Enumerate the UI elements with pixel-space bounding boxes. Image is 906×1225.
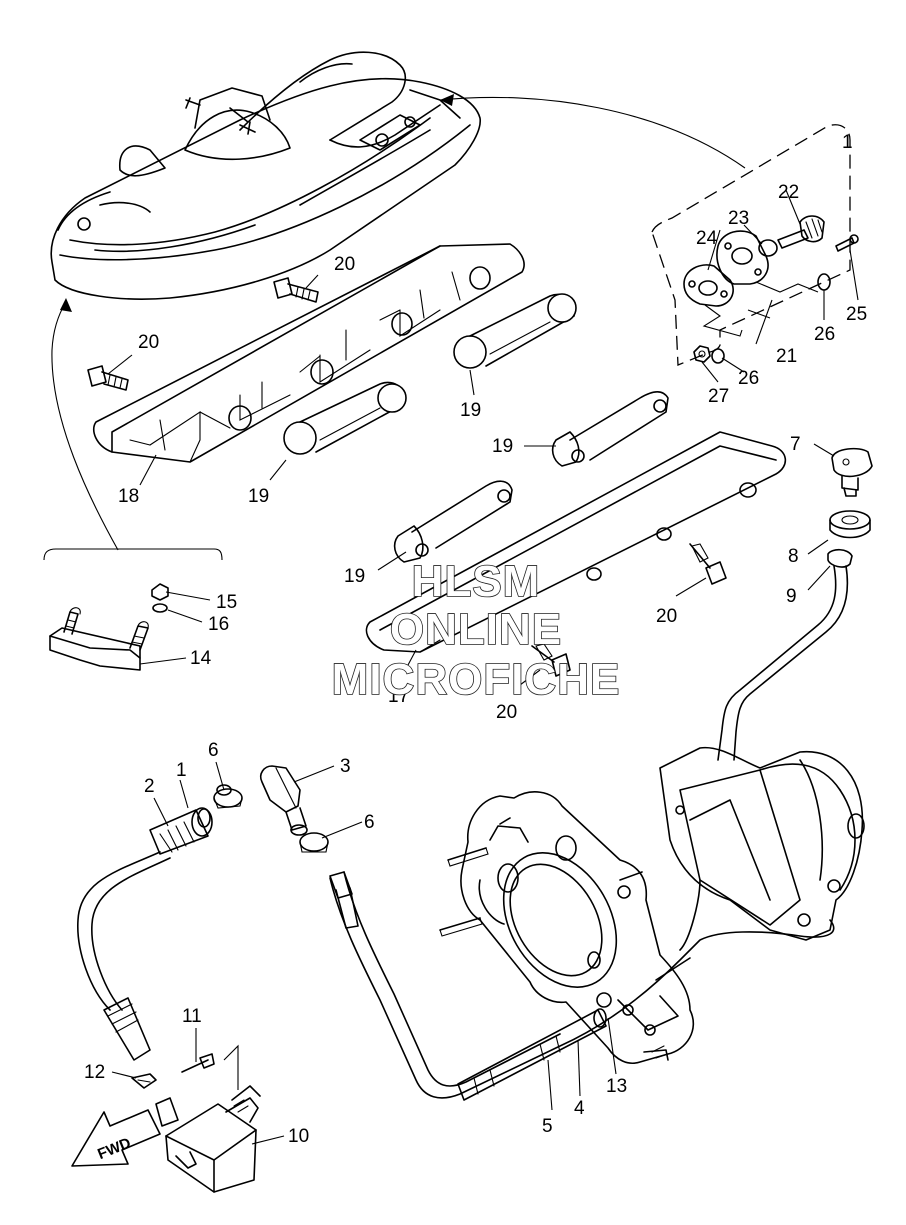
clamp-9 — [827, 548, 853, 568]
rail-18 — [92, 243, 525, 463]
rail-17 — [365, 431, 787, 653]
hose-left-end — [103, 997, 151, 1061]
callout-23: 23 — [728, 208, 749, 229]
callout-13: 13 — [606, 1076, 627, 1097]
callout-24: 24 — [696, 228, 718, 249]
callout-17: 17 — [388, 686, 409, 707]
clamp-6-upper — [213, 784, 243, 809]
callout-4: 4 — [574, 1098, 585, 1119]
callout-6-a: 6 — [208, 740, 219, 761]
callout-9: 9 — [786, 586, 797, 607]
callout-11: 11 — [182, 1006, 202, 1027]
callout-18: 18 — [118, 486, 139, 507]
cap-7 — [831, 447, 873, 497]
callout-16: 16 — [208, 614, 229, 635]
callout-21: 21 — [776, 346, 797, 367]
watermark-line-2: ONLINE — [390, 605, 562, 654]
callout-15: 15 — [216, 592, 237, 613]
callout-2: 2 — [144, 776, 155, 797]
callout-1: 1 — [842, 132, 853, 153]
box-leader-bracket — [223, 1044, 239, 1090]
callout-19-b: 19 — [492, 436, 513, 457]
watermark: HLSM ONLINE MICROFICHE — [331, 556, 621, 705]
bolt-20-left — [87, 365, 129, 391]
callout-3: 3 — [340, 756, 351, 777]
grommet-8 — [829, 510, 871, 539]
pump-intake-housing — [439, 791, 695, 1064]
callout-1-b: 1 — [176, 760, 187, 781]
leader-lines — [107, 189, 859, 1145]
bolt-20-right — [689, 543, 727, 585]
watercraft-illustration — [50, 51, 481, 300]
fitting-1-2 — [149, 807, 213, 855]
panel-arrowhead — [440, 94, 454, 106]
fwd-arrow-icon: FWD — [71, 1109, 161, 1167]
bracket-arrowhead — [60, 298, 72, 312]
callout-12: 12 — [84, 1062, 105, 1083]
pin-12 — [131, 1073, 157, 1089]
hose-upper-right — [717, 565, 837, 761]
callout-14: 14 — [190, 648, 212, 669]
drain-plug-inset — [651, 124, 859, 366]
callout-8: 8 — [788, 546, 799, 567]
callout-20-d: 20 — [496, 702, 517, 723]
pin-11 — [181, 1053, 215, 1073]
control-box-10 — [155, 1085, 261, 1193]
callout-27: 27 — [708, 386, 729, 407]
watermark-line-1: HLSM — [412, 557, 541, 606]
hose-cooling-4-5 — [329, 871, 835, 1101]
callout-10: 10 — [288, 1126, 309, 1147]
hose-left — [77, 851, 161, 1011]
watermark-line-3: MICROFICHE — [332, 655, 621, 704]
callout-26-a: 26 — [814, 324, 835, 345]
clamp-6-lower — [299, 832, 329, 853]
callout-labels: 1 22 23 24 25 26 21 26 27 20 20 19 19 18… — [84, 132, 867, 1147]
callout-22: 22 — [778, 182, 799, 203]
hose-upper-right-b — [733, 565, 849, 761]
callout-7: 7 — [790, 434, 801, 455]
panel-arrow — [439, 96, 746, 169]
callout-20-c: 20 — [656, 606, 677, 627]
fitting-3 — [259, 765, 308, 836]
bolt-20-bottom — [531, 643, 571, 677]
bolt-20-upper — [273, 277, 319, 303]
strut-19-d — [393, 480, 513, 563]
hose-left-b — [91, 857, 171, 1011]
callout-5: 5 — [542, 1116, 553, 1137]
bracket-arrow — [51, 301, 119, 551]
bracket-inset — [43, 548, 223, 671]
callout-19-d: 19 — [344, 566, 365, 587]
strut-19-c — [551, 391, 669, 467]
strut-19-a — [283, 381, 407, 455]
strut-19-b — [453, 293, 577, 369]
callout-20-a: 20 — [334, 254, 355, 275]
callout-19-a: 19 — [460, 400, 481, 421]
jet-pump-body — [659, 746, 865, 951]
callout-20-b: 20 — [138, 332, 159, 353]
callout-25: 25 — [846, 304, 867, 325]
callout-26-b: 26 — [738, 368, 759, 389]
callout-19-c: 19 — [248, 486, 269, 507]
callout-6-b: 6 — [364, 812, 375, 833]
